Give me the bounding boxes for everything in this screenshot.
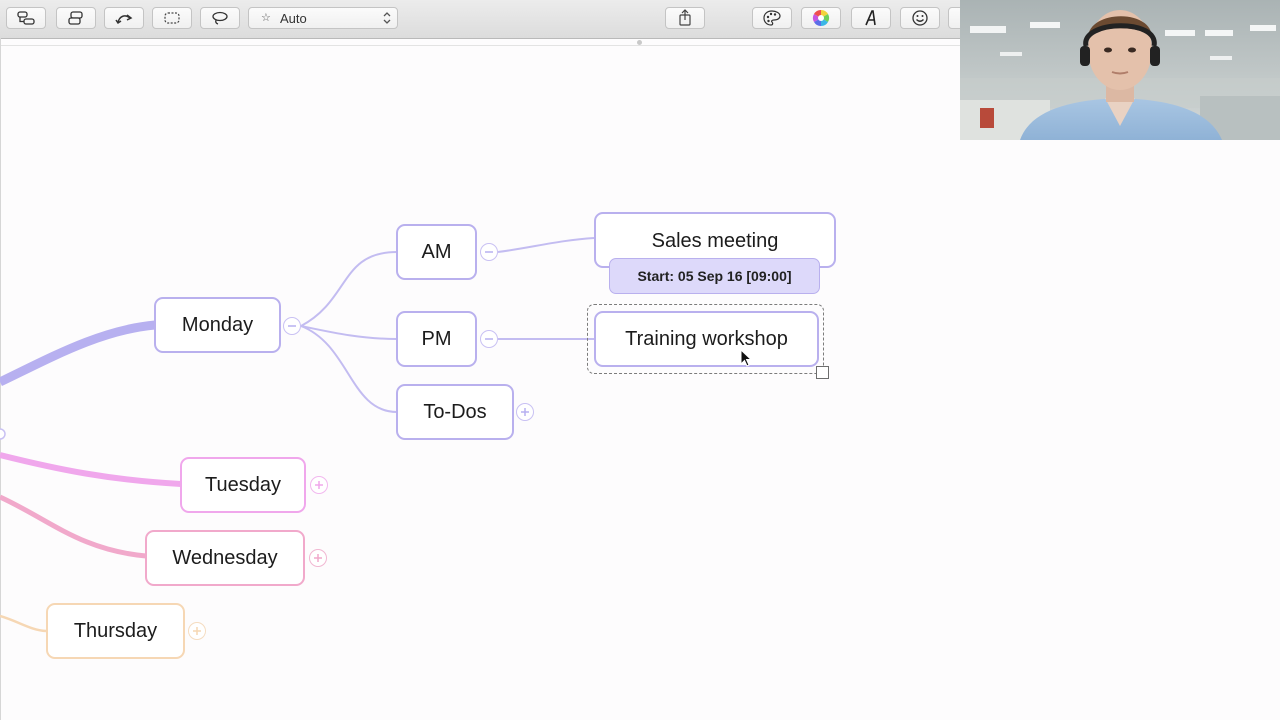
node-label: Sales meeting (651, 230, 779, 252)
layout-select[interactable]: ☆ Auto (248, 7, 398, 29)
outline-button[interactable] (6, 7, 46, 29)
node-label: PM (421, 327, 452, 350)
node-pm[interactable]: PM (396, 311, 477, 367)
node-label: Monday (181, 313, 254, 336)
node-tuesday[interactable]: Tuesday (180, 457, 306, 513)
emoji-icon (912, 10, 928, 26)
node-label: To-Dos (423, 400, 487, 423)
expand-toggle-icon (521, 408, 529, 416)
share-icon (679, 9, 691, 26)
outline-icon (17, 11, 35, 25)
expand-toggle-todos[interactable] (516, 403, 534, 421)
expand-toggle-wednesday[interactable] (309, 549, 327, 567)
presenter-video (960, 0, 1280, 140)
toolbar-divider (0, 45, 960, 46)
toolbar: ☆ Auto (0, 0, 964, 39)
selection-icon (164, 12, 180, 24)
node-am[interactable]: AM (396, 224, 477, 280)
node-label: AM (421, 240, 452, 263)
node-label: Tuesday (205, 473, 281, 496)
select-area-button[interactable] (152, 7, 192, 29)
star-icon: ☆ (261, 12, 271, 24)
layers-icon (68, 11, 83, 25)
lasso-button[interactable] (200, 7, 240, 29)
collapse-toggle-pm[interactable] (480, 330, 498, 348)
resize-handle[interactable] (816, 366, 829, 379)
expand-toggle-icon (193, 627, 201, 635)
font-icon (865, 10, 876, 26)
mouse-pointer-icon (740, 349, 753, 367)
node-wednesday[interactable]: Wednesday (145, 530, 305, 586)
style-button[interactable] (752, 7, 792, 29)
mindmap-connectors (0, 237, 595, 633)
expand-toggle-tuesday[interactable] (310, 476, 328, 494)
undo-icon (115, 14, 133, 25)
node-monday[interactable]: Monday (154, 297, 281, 353)
expand-toggle-icon (314, 554, 322, 562)
collapse-toggle-icon (485, 251, 493, 253)
collapse-toggle-am[interactable] (480, 243, 498, 261)
node-thursday[interactable]: Thursday (46, 603, 185, 659)
emoji-button[interactable] (900, 7, 940, 29)
color-wheel-icon (812, 9, 830, 27)
layout-select-value: Auto (280, 11, 307, 26)
palette-icon (763, 10, 781, 26)
selection-outline (587, 304, 824, 374)
splitter-handle[interactable] (637, 40, 642, 45)
share-button[interactable] (665, 7, 705, 29)
expand-toggle-thursday[interactable] (188, 622, 206, 640)
collapse-toggle-monday[interactable] (283, 317, 301, 335)
chevron-updown-icon (383, 12, 391, 24)
node-label: Thursday (73, 619, 158, 642)
lasso-icon (212, 11, 228, 25)
expand-toggle-icon (315, 481, 323, 489)
task-start-badge[interactable]: Start: 05 Sep 16 [09:00] (609, 258, 820, 294)
root-toggle[interactable] (0, 428, 6, 440)
layers-button[interactable] (56, 7, 96, 29)
font-button[interactable] (851, 7, 891, 29)
color-button[interactable] (801, 7, 841, 29)
collapse-toggle-icon (485, 338, 493, 340)
webcam-overlay (960, 0, 1280, 140)
collapse-toggle-icon (288, 325, 296, 327)
undo-button[interactable] (104, 7, 144, 29)
node-label: Wednesday (172, 546, 278, 569)
node-todos[interactable]: To-Dos (396, 384, 514, 440)
